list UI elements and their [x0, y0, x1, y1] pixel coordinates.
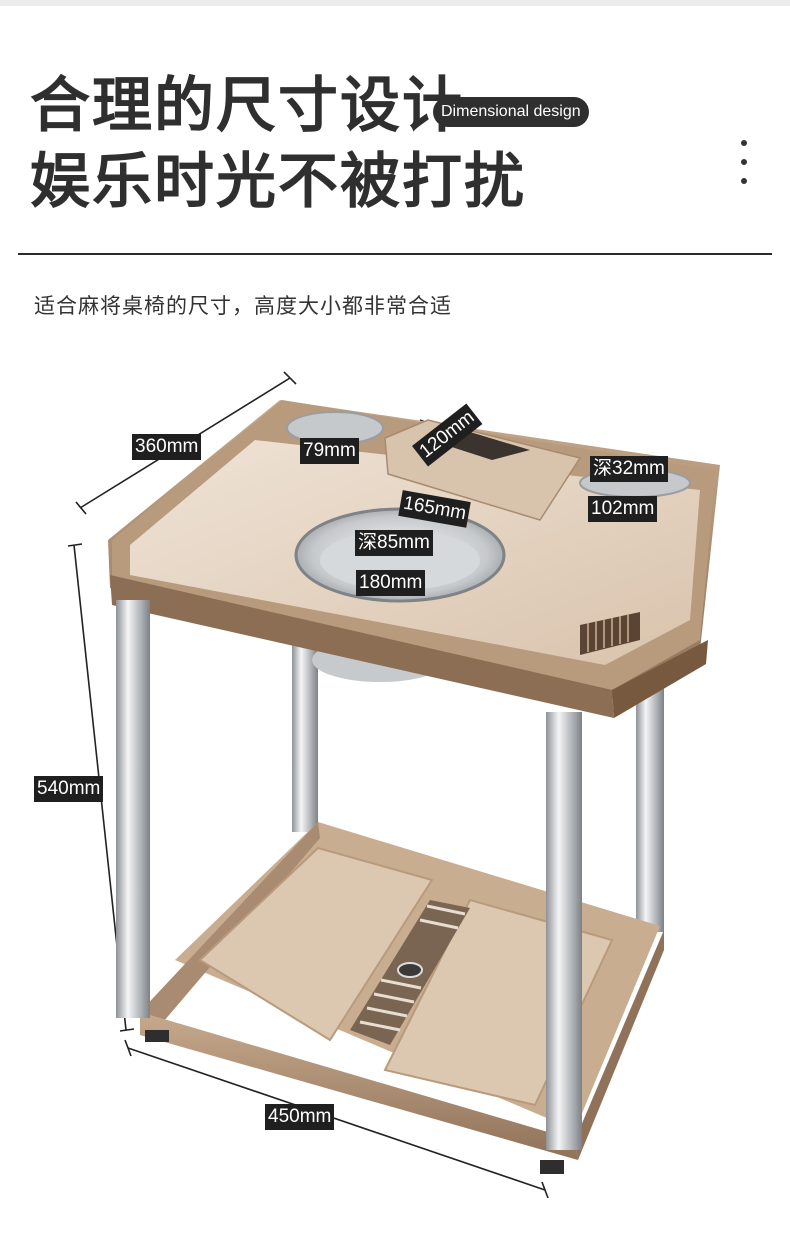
- dim-label-bowl-diameter: 180mm: [356, 570, 426, 596]
- back-left-leg: [292, 632, 318, 832]
- front-right-leg: [546, 712, 582, 1150]
- product-figure: 360mm 79mm 120mm 165mm 深32mm 102mm 深85mm…: [0, 350, 790, 1232]
- bottom-shelf: [140, 822, 664, 1174]
- dim-label-length: 450mm: [265, 1104, 335, 1130]
- side-table-illustration: [67, 371, 720, 1199]
- more-vertical-icon[interactable]: [736, 140, 752, 184]
- dim-label-tray-depth: 深32mm: [590, 456, 668, 482]
- page-title-line2: 娱乐时光不被打扰: [30, 147, 526, 217]
- top-rule: [0, 0, 790, 6]
- subtitle-text: 适合麻将桌椅的尺寸，高度大小都非常合适: [34, 294, 452, 318]
- front-left-leg: [116, 600, 150, 1018]
- section-divider: [18, 253, 772, 255]
- dim-label-height: 540mm: [34, 776, 104, 802]
- dim-label-cup-hole: 79mm: [300, 438, 359, 464]
- dim-label-tray-width: 102mm: [588, 496, 658, 522]
- dim-label-bowl-depth: 深85mm: [355, 530, 433, 556]
- english-subtitle-badge: Dimensional design: [433, 97, 589, 127]
- dim-label-depth: 360mm: [132, 434, 202, 460]
- page-title-line1: 合理的尺寸设计: [30, 71, 464, 141]
